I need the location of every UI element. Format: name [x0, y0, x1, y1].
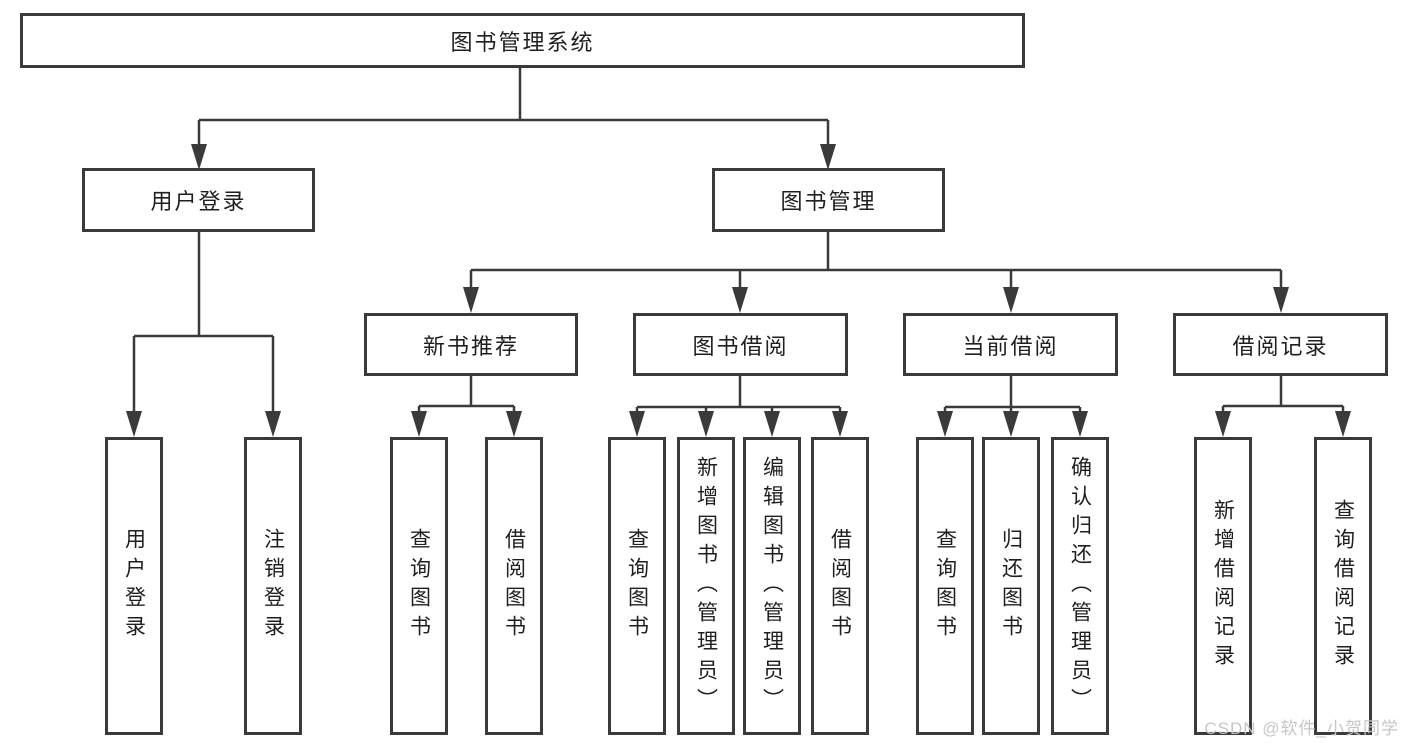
leaf-logout-label: 注销登录 [261, 528, 285, 644]
node-new-book-recommend: 新书推荐 [364, 313, 578, 376]
watermark: CSDN @软件_小贺同学 [1204, 719, 1399, 738]
leaf-edit-book-admin: 编辑图书（管理员） [743, 437, 801, 735]
leaf-return-book: 归还图书 [982, 437, 1040, 735]
leaf-user-login-label: 用户登录 [122, 528, 146, 644]
leaf-query-borrow-record: 查询借阅记录 [1314, 437, 1372, 735]
node-new-book-recommend-label: 新书推荐 [422, 333, 519, 359]
leaf-query-books-borrow: 查询图书 [608, 437, 666, 735]
leaf-user-login: 用户登录 [105, 437, 163, 735]
leaf-query-borrow-record-label: 查询借阅记录 [1331, 499, 1355, 673]
leaf-confirm-return-admin-label: 确认归还（管理员） [1068, 455, 1092, 717]
leaf-query-books-current: 查询图书 [916, 437, 974, 735]
leaf-logout: 注销登录 [244, 437, 302, 735]
leaf-borrow-books-recommend: 借阅图书 [485, 437, 543, 735]
leaf-borrow-books-recommend-label: 借阅图书 [502, 528, 526, 644]
node-current-borrow-label: 当前借阅 [962, 333, 1059, 359]
node-borrow-records: 借阅记录 [1173, 313, 1388, 376]
connector-user-login-to-leaves [126, 232, 281, 437]
connector-borrow-records-to-leaves [1215, 376, 1351, 437]
leaf-confirm-return-admin: 确认归还（管理员） [1051, 437, 1109, 735]
leaf-add-book-admin: 新增图书（管理员） [677, 437, 735, 735]
node-book-borrow-label: 图书借阅 [692, 333, 789, 359]
leaf-query-books-recommend-label: 查询图书 [407, 528, 431, 644]
node-book-borrow: 图书借阅 [633, 313, 848, 376]
connector-book-borrow-to-leaves [629, 376, 848, 437]
leaf-query-books-current-label: 查询图书 [933, 528, 957, 644]
leaf-borrow-books: 借阅图书 [811, 437, 869, 735]
node-book-management: 图书管理 [712, 168, 945, 232]
node-book-management-label: 图书管理 [780, 189, 877, 214]
leaf-edit-book-admin-label: 编辑图书（管理员） [760, 455, 784, 717]
node-root-label: 图书管理系统 [450, 29, 595, 55]
leaf-query-books-borrow-label: 查询图书 [625, 528, 649, 644]
node-root: 图书管理系统 [20, 13, 1025, 68]
node-borrow-records-label: 借阅记录 [1232, 333, 1329, 359]
node-user-login: 用户登录 [82, 168, 315, 232]
leaf-return-book-label: 归还图书 [999, 528, 1023, 644]
connector-root-to-level2 [191, 68, 836, 170]
connector-book-management-to-level3 [463, 232, 1289, 313]
leaf-query-books-recommend: 查询图书 [390, 437, 448, 735]
leaf-add-borrow-record-label: 新增借阅记录 [1211, 499, 1235, 673]
connector-current-borrow-to-leaves [937, 376, 1088, 437]
leaf-add-borrow-record: 新增借阅记录 [1194, 437, 1252, 735]
leaf-borrow-books-label: 借阅图书 [828, 528, 852, 644]
node-user-login-label: 用户登录 [150, 189, 247, 214]
connector-new-book-recommend-to-leaves [411, 376, 522, 437]
leaf-add-book-admin-label: 新增图书（管理员） [694, 455, 718, 717]
node-current-borrow: 当前借阅 [903, 313, 1118, 376]
